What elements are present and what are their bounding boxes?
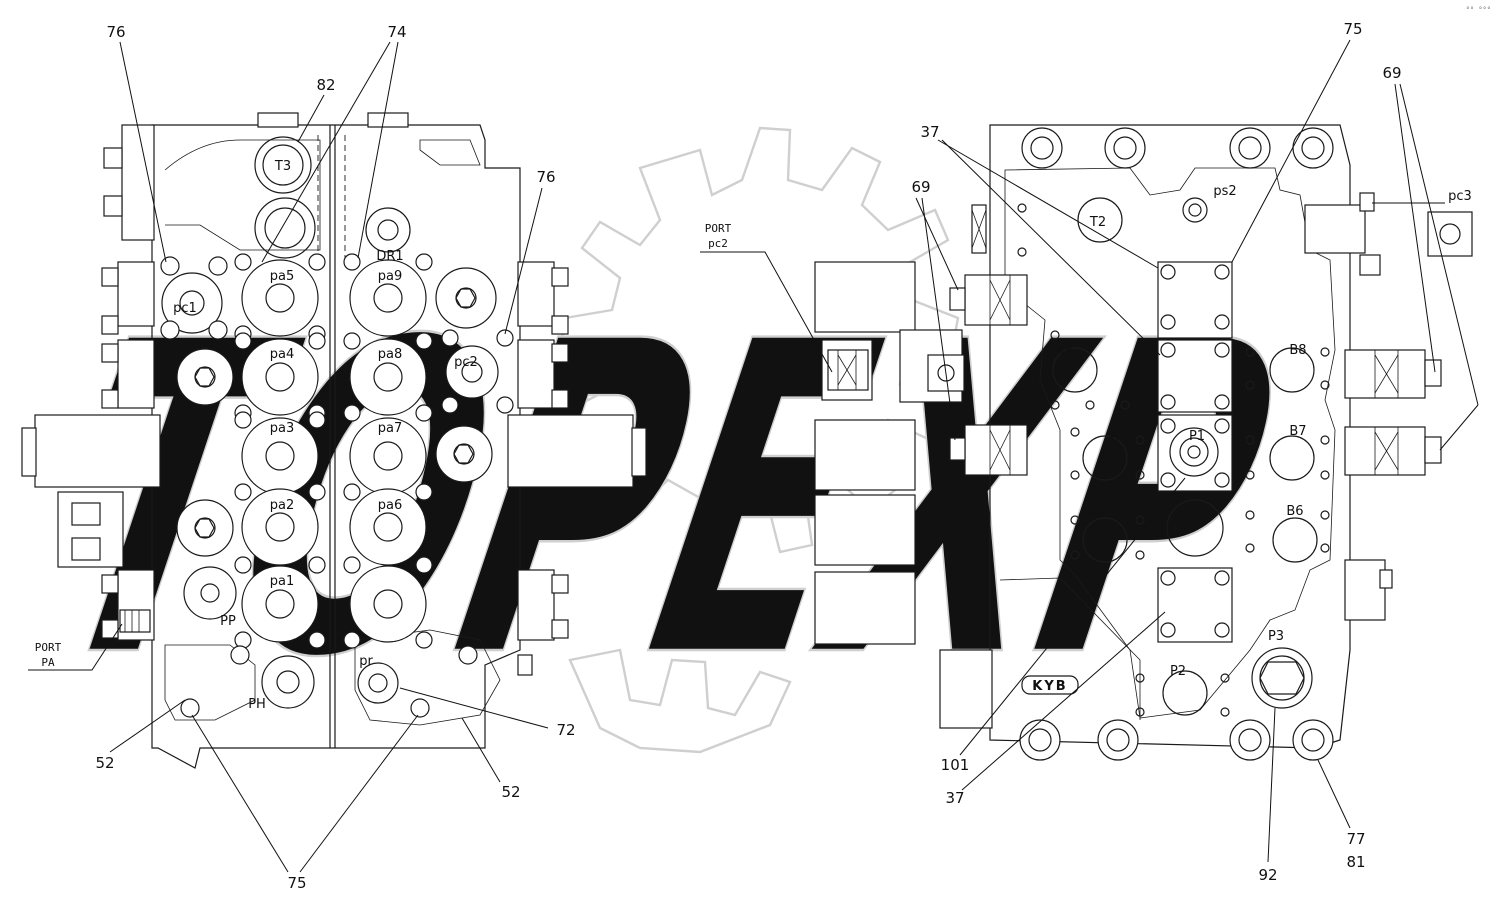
callout-69-left: 69 [911,178,930,196]
port-t3: T3 [274,159,291,174]
callout-77: 77 [1346,830,1365,848]
callout-75-top: 75 [1343,20,1362,38]
callout-37-bottom: 37 [945,789,964,807]
callout-69-right: 69 [1382,64,1401,82]
left-valve-view: T3 DR1 pc1 pc2 pa5 pa4 pa3 pa2 pa1 pa9 p… [21,23,647,892]
right-valve-view: KYB T2 ps2 pc3 A8 B8 A7 B7 A6 B6 P1 P2 P… [700,20,1479,884]
left-port-labels: T3 DR1 pc1 pc2 pa5 pa4 pa3 pa2 pa1 pa9 p… [173,159,478,712]
port-p1: P1 [1189,429,1205,444]
port-ps2: ps2 [1213,184,1236,199]
port-pa8: pa8 [378,347,403,362]
port-p3: P3 [1268,629,1284,644]
port-pc2: pc2 [454,355,478,370]
callout-52-left: 52 [95,754,114,772]
callout-76-top: 76 [106,23,125,41]
kyb-logo: KYB [1021,675,1079,695]
port-b6: B6 [1286,504,1303,519]
callout-75-bottom: 75 [287,874,306,892]
port-b8: B8 [1289,343,1306,358]
port-pa-note-line1: PORT [35,641,62,654]
callout-37-top: 37 [920,123,939,141]
callout-52-right: 52 [501,783,520,801]
port-pa-note-line2: PA [41,656,55,669]
port-pa4: pa4 [270,347,295,362]
right-leaders [915,39,1479,863]
callout-92: 92 [1258,866,1277,884]
port-pa7: pa7 [378,421,403,436]
callout-82: 82 [316,76,335,94]
port-pa6: pa6 [378,498,403,513]
port-a6: A6 [1087,507,1104,522]
port-pa1: pa1 [270,574,295,589]
right-holes [1017,203,1330,717]
callout-76-right: 76 [536,168,555,186]
kyb-logo-text: KYB [1032,679,1067,694]
port-pp: PP [220,614,236,629]
callout-72: 72 [556,721,575,739]
port-pc2-note-line2: pc2 [708,237,728,250]
port-pa3: pa3 [270,421,295,436]
port-b7: B7 [1289,424,1306,439]
port-dr1: DR1 [376,249,403,264]
port-pc3: pc3 [1448,189,1472,204]
callout-81: 81 [1346,853,1365,871]
left-leaders [109,41,549,873]
port-pc1: pc1 [173,301,197,316]
port-a8: A8 [1055,344,1072,359]
port-ph: PH [248,697,266,712]
right-callouts: 75 37 69 69 101 37 92 77 81 [911,20,1401,884]
port-p2: P2 [1170,664,1186,679]
left-body-outline [151,124,521,769]
port-t2: T2 [1089,215,1106,230]
callout-74: 74 [387,23,406,41]
right-bolts-small [1160,264,1230,638]
port-pa5: pa5 [270,269,295,284]
port-pa-fitting [119,609,151,633]
port-pc2-note-line1: PORT [705,222,732,235]
port-a7: A7 [1109,429,1126,444]
port-pa2: pa2 [270,498,295,513]
port-pa9: pa9 [378,269,403,284]
right-port-labels: T2 ps2 pc3 A8 B8 A7 B7 A6 B6 P1 P2 P3 [1055,184,1471,679]
left-callouts: 76 74 82 76 52 72 52 75 [95,23,575,892]
corner-mark: °° °°° [1465,6,1491,14]
callout-101: 101 [941,756,970,774]
port-pr: pr [359,654,373,669]
